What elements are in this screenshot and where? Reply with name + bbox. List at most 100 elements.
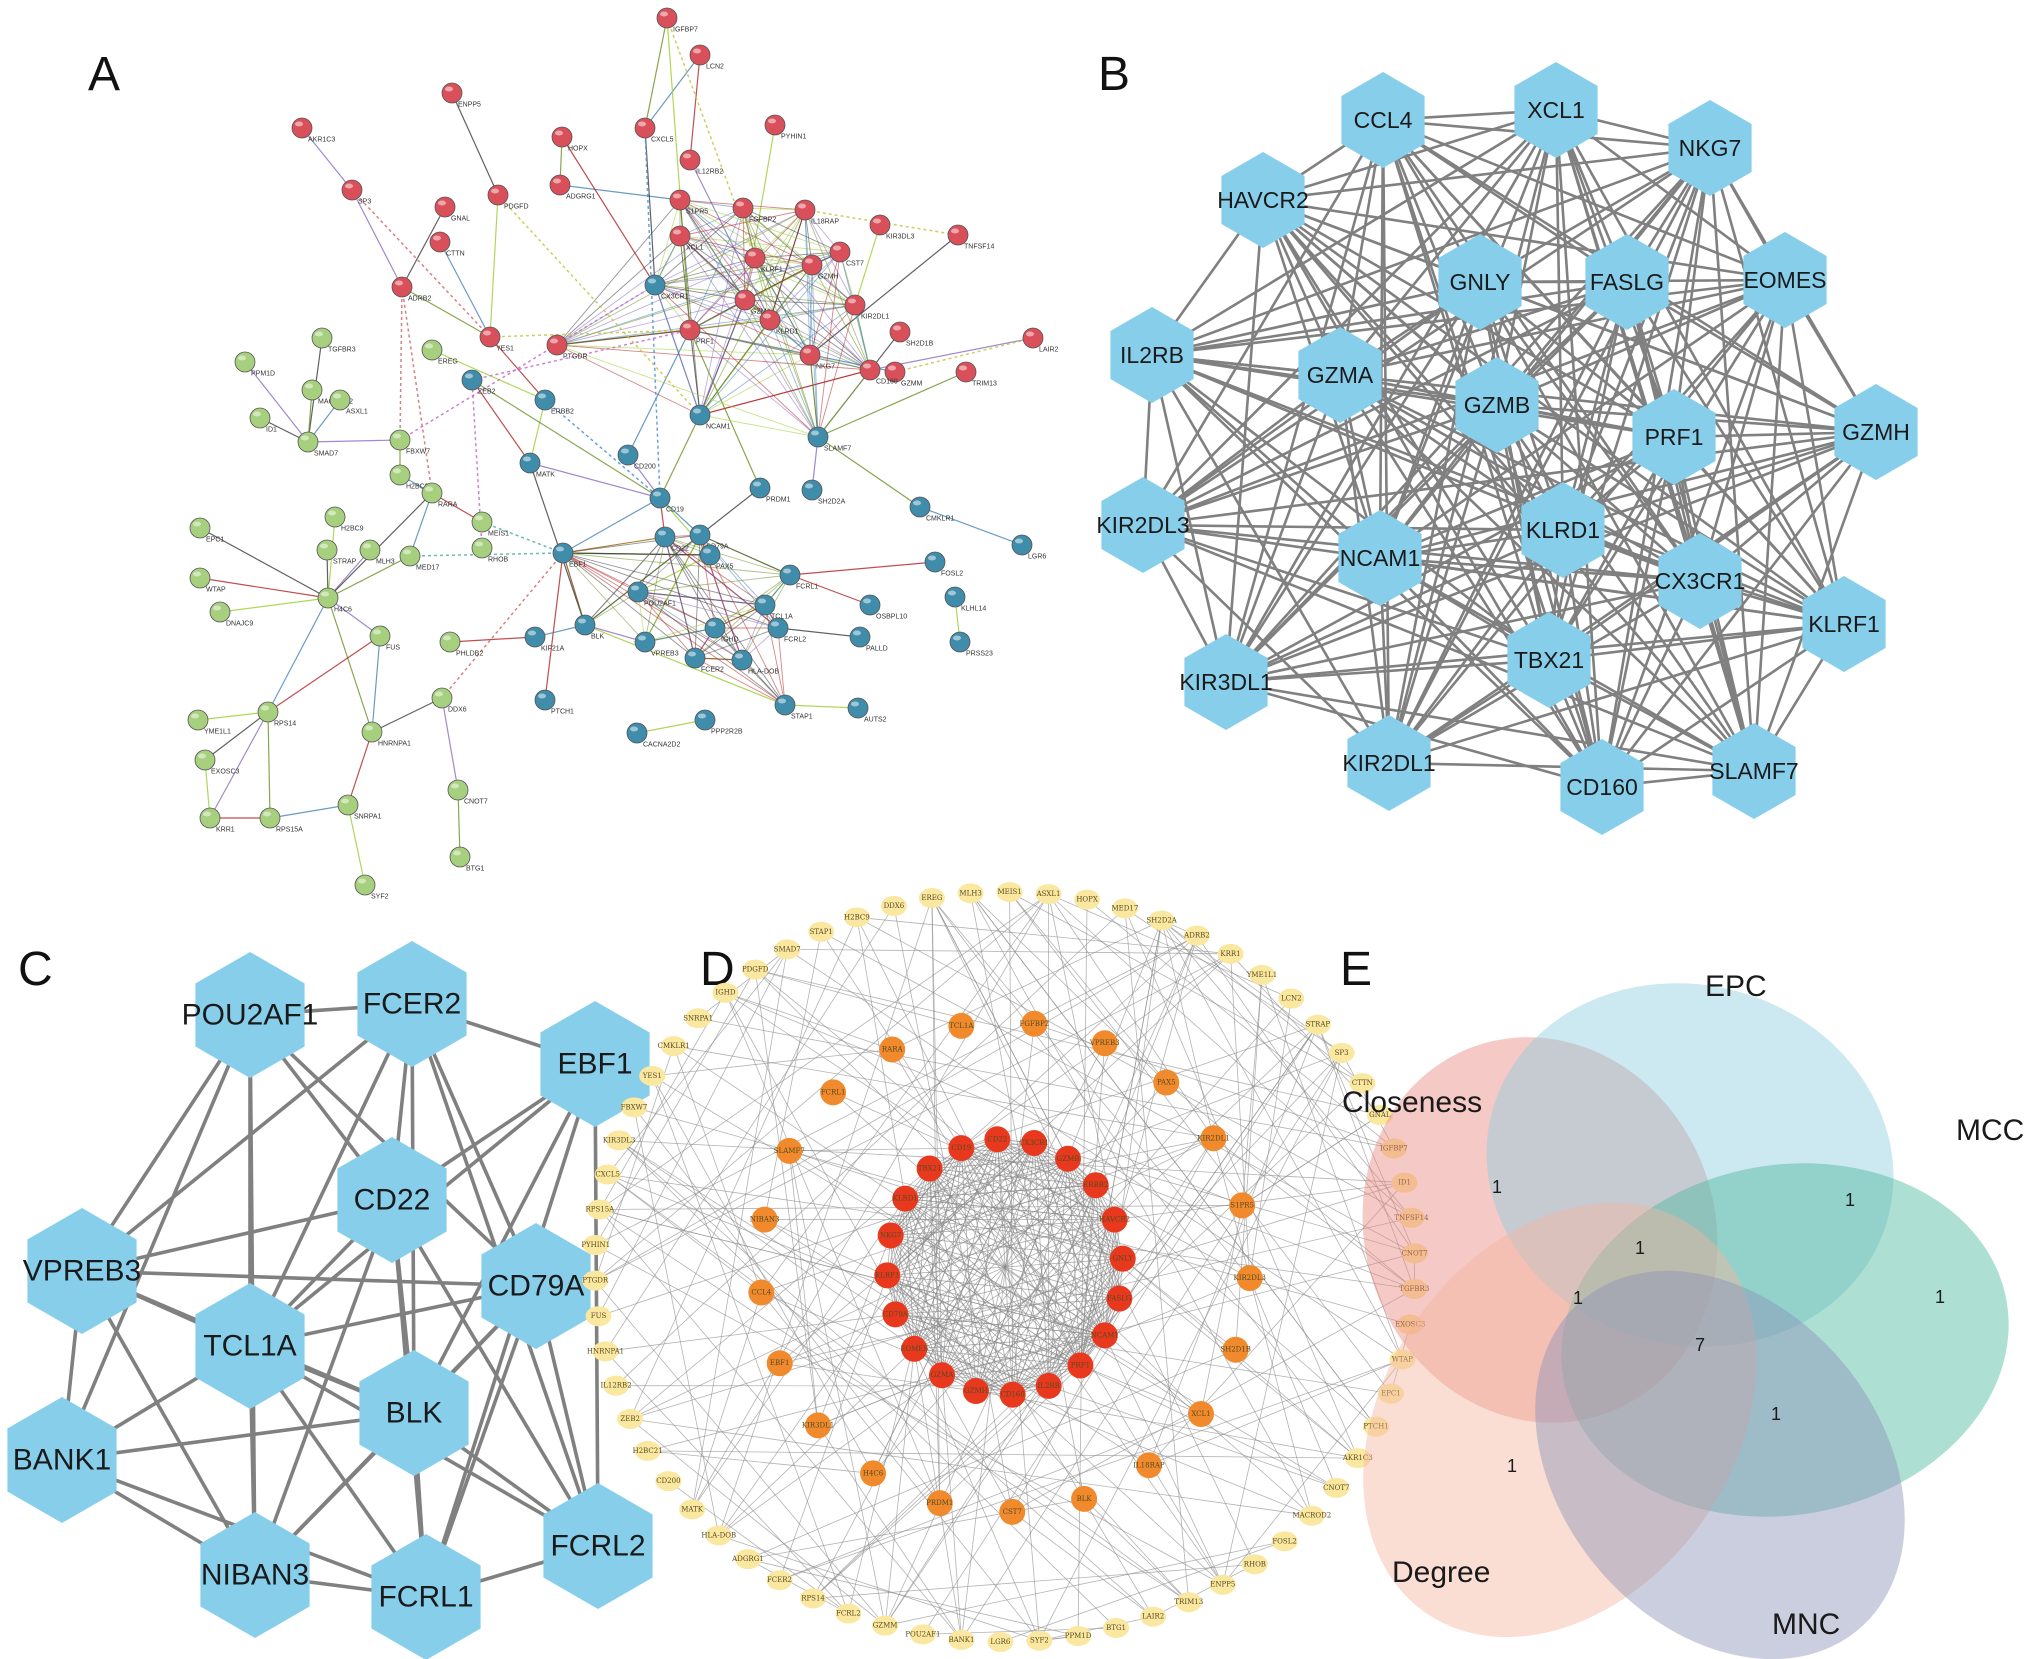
- hexagon: [27, 1208, 137, 1334]
- edge: [779, 1359, 1403, 1581]
- node-circle: [421, 339, 443, 361]
- edge: [1151, 280, 1628, 357]
- node-highlight: [851, 701, 859, 707]
- edge: [1548, 622, 1845, 662]
- node-highlight: [848, 298, 856, 304]
- node-label: BLK: [591, 634, 605, 641]
- node-macrod2: MACROD2: [1293, 1505, 1331, 1526]
- node-highlight: [758, 598, 766, 604]
- node-circle: [316, 539, 338, 561]
- hexagon: [200, 1512, 310, 1638]
- node-circle: [844, 294, 866, 316]
- node-circle: [955, 361, 977, 383]
- edge: [1148, 1359, 1403, 1466]
- node-circle: [1067, 1352, 1094, 1379]
- node-label: MLH3: [959, 889, 981, 897]
- node-circle: [1398, 1207, 1425, 1228]
- node-circle: [774, 694, 796, 716]
- edge: [895, 1258, 1123, 1315]
- node-circle: [311, 327, 333, 349]
- node-adrb2: ADRB2: [391, 276, 431, 303]
- node-label: PYHIN1: [781, 134, 806, 141]
- edge: [914, 1348, 1049, 1387]
- hub-node-cd22: CD22: [337, 1137, 447, 1263]
- node-label: PPP2R2B: [711, 729, 743, 736]
- node-label: GNLY: [1112, 1255, 1133, 1263]
- node-circle: [1035, 1372, 1062, 1399]
- hub-node-label: KIR2DL1: [1342, 750, 1435, 776]
- node-gnly: GNLY: [1109, 1245, 1136, 1272]
- edge: [1114, 1024, 1319, 1220]
- node-circle: [1236, 1265, 1263, 1292]
- edge: [691, 949, 788, 1510]
- edge: [718, 1535, 1040, 1642]
- node-highlight: [538, 393, 546, 399]
- edge: [887, 1274, 1049, 1387]
- node-wtap: WTAP: [189, 567, 226, 594]
- node-label: MEIS1: [488, 531, 509, 538]
- node-label: YES1: [496, 346, 514, 353]
- hexagon: [7, 1397, 117, 1523]
- node-pyhin1: PYHIN1: [764, 114, 806, 141]
- edge: [679, 199, 819, 438]
- node-bank1: BANK1: [948, 1629, 974, 1650]
- hexagon: [195, 952, 305, 1078]
- hub-node-label: GZMA: [1307, 362, 1374, 388]
- edge: [1261, 199, 1551, 661]
- edge: [747, 1558, 1079, 1637]
- node-label: H2BC21: [633, 1447, 663, 1455]
- node-circle: [928, 1362, 955, 1389]
- node-label: MED17: [416, 565, 439, 572]
- node-tnfsf14: TNFSF14: [947, 224, 994, 251]
- node-label: TNFSF14: [964, 244, 994, 251]
- node-label: SH2D2A: [818, 499, 846, 506]
- edge: [605, 1313, 896, 1352]
- node-label: TCL1A: [949, 1022, 974, 1030]
- edge: [890, 1235, 977, 1392]
- node-fbxw7: FBXW7: [621, 1097, 647, 1118]
- node-circle: [1187, 1401, 1214, 1428]
- hexagon: [195, 1283, 305, 1409]
- node-fus: FUS: [369, 625, 400, 652]
- hexagon: [1455, 357, 1539, 453]
- edge: [1496, 403, 1845, 626]
- node-highlight: [320, 543, 328, 549]
- node-wtap: WTAP: [1389, 1349, 1416, 1370]
- edge: [351, 189, 403, 288]
- edge: [1698, 279, 1787, 582]
- node-label: FUS: [386, 645, 400, 652]
- node-highlight: [621, 448, 629, 454]
- node-cst7: CST7: [829, 241, 864, 268]
- edge: [371, 635, 381, 733]
- node-h2bc21: H2BC21: [633, 1440, 663, 1461]
- hub-node-ccl4: CCL4: [1341, 72, 1425, 168]
- node-trim13: TRIM13: [1174, 1592, 1203, 1613]
- node-circle: [1328, 1042, 1355, 1063]
- node-prdm1: PRDM1: [926, 1490, 953, 1517]
- edge: [301, 127, 353, 191]
- node-meis1: MEIS1: [471, 511, 509, 538]
- edge: [691, 1198, 906, 1510]
- node-label: NKG7: [816, 364, 835, 371]
- hexagon: [357, 941, 467, 1067]
- node-krr1: KRR1: [199, 807, 235, 834]
- node-label: ADGRG1: [566, 194, 596, 201]
- node-kir3dl3: KIR3DL3: [603, 1130, 635, 1151]
- edge: [1225, 680, 1755, 773]
- edge: [1547, 147, 1712, 661]
- edge: [637, 574, 791, 593]
- node-circle: [524, 626, 546, 648]
- node-circle: [626, 722, 648, 744]
- node-label: GNAL: [1369, 1111, 1391, 1119]
- node-hopx: HOPX: [551, 126, 588, 153]
- edge: [887, 1219, 1115, 1276]
- edge: [725, 992, 962, 1149]
- node-label: PPM1D: [1065, 1632, 1092, 1640]
- hub-node-label: FCRL2: [550, 1530, 645, 1563]
- node-circle: [808, 921, 835, 942]
- node-circle: [949, 631, 971, 653]
- node-meis1: MEIS1: [996, 882, 1023, 903]
- node-label: KLHL14: [961, 606, 986, 613]
- node-circle: [882, 1301, 909, 1328]
- node-highlight: [358, 878, 366, 884]
